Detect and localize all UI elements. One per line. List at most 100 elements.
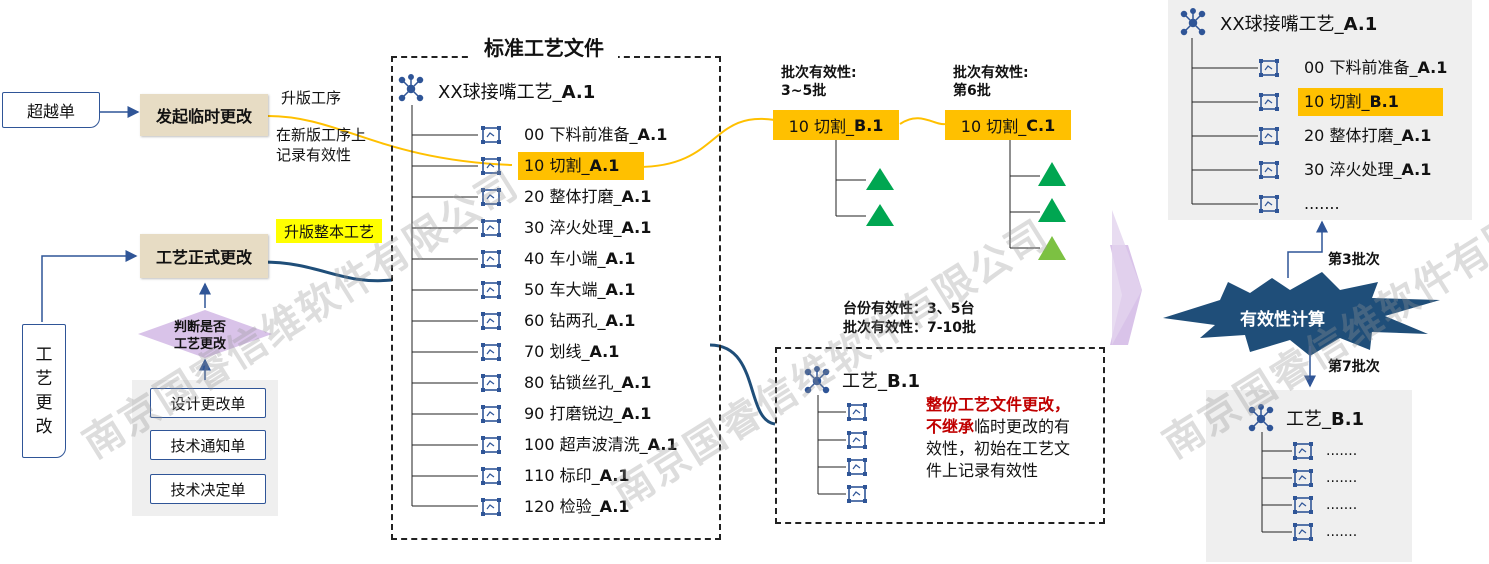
node-icon [847,485,867,503]
standard-item: 30 淬火处理_A.1 [518,214,651,242]
right-root-label: XX球接嘴工艺_ [1220,14,1344,35]
standard-item-label: 120 检验_ [524,497,600,516]
curve-to-c1 [899,117,946,126]
chaoyue-document: 超越单 [2,92,100,128]
pici3-text: 批次有效性：7-10批 [843,320,977,336]
standard-title: 标准工艺文件 [470,32,618,61]
arrow-di3 [1287,220,1328,278]
standard-item: 20 整体打磨_A.1 [518,183,651,211]
pici1-b: 3~5批 [781,83,827,99]
standard-item: 100 超声波清洗_A.1 [518,431,678,459]
network-icon [1248,404,1274,432]
standard-item-label: 40 车小端_ [524,249,606,268]
standard-item: 50 车大端_A.1 [518,276,635,304]
right-bottom-item: ....... [1326,524,1358,540]
box-qiege-b1-ver: B.1 [854,115,884,135]
process-chevron [1110,245,1142,345]
right-bottom-item: ....... [1326,470,1358,486]
standard-item-label: 00 下料前准备_ [524,125,638,144]
desc-rest-2: 效性，初始在工艺文 [926,439,1071,458]
right-item-label: 00 下料前准备_ [1304,58,1418,77]
right-item: 30 淬火处理_A.1 [1298,156,1431,184]
node-icon [481,157,501,175]
doc-sheji: 设计更改单 [150,388,266,418]
standard-item-label: 60 钻两孔_ [524,311,606,330]
node-icon [1259,161,1279,179]
standard-item: 70 划线_A.1 [518,338,619,366]
shengban-zhengben-label: 升版整本工艺 [276,219,382,243]
pici2-b: 第6批 [953,83,991,99]
standard-item: 120 检验_A.1 [518,493,630,521]
box-qiege-c1-ver: C.1 [1026,115,1056,135]
box-qiege-c1-label: 10 切割_ [960,117,1027,136]
standard-item-ver: A.1 [621,218,652,237]
right-item-ver: A.1 [1401,126,1432,145]
node-icon [1259,93,1279,111]
right-item-ver: B.1 [1369,92,1399,111]
panduan-line2: 工艺更改 [174,337,227,352]
node-icon [1293,523,1313,541]
standard-item: 60 钻两孔_A.1 [518,307,635,335]
doc-jishu-tongzhi-label: 技术通知单 [170,436,246,455]
node-icon [1293,442,1313,460]
di7-label: 第7批次 [1328,359,1380,375]
standard-item: 110 标印_A.1 [518,462,630,490]
standard-item-label: 100 超声波清洗_ [524,435,648,454]
standard-item-ver: A.1 [621,187,652,206]
zai-xinban-text: 在新版工序上 [276,126,367,144]
doc-sheji-label: 设计更改单 [170,394,246,413]
chaoyue-label: 超越单 [26,102,75,121]
right-bottom-item: ....... [1326,497,1358,513]
standard-item-ver: A.1 [621,373,652,392]
node-icon [1259,127,1279,145]
right-bottom-item: ....... [1326,443,1358,459]
youxiao-label: 有效性计算 [1240,310,1325,330]
standard-root: XX球接嘴工艺_A.1 [438,78,595,104]
taifen-text: 台份有效性：3、5台 [843,301,975,317]
node-icon [481,250,501,268]
right-bottom-title: 工艺_B.1 [1286,405,1364,431]
standard-item-label: 10 切割_ [524,156,590,175]
node-icon [481,436,501,454]
standard-item: 90 打磨锐边_A.1 [518,400,651,428]
gongyi-genggai-char-1: 艺 [35,369,53,389]
doc-jishu-jueding-label: 技术决定单 [170,480,246,499]
desc-red-2: 不继承 [926,417,975,436]
shengban-gongxu-text: 升版工序 [281,89,342,107]
right-item-label: ....... [1304,194,1340,213]
gongyi-formal-change-box: 工艺正式更改 [140,234,268,278]
network-icon [1180,8,1206,36]
standard-root-ver: A.1 [561,82,596,103]
standard-item-ver: A.1 [637,125,668,144]
desc-rest-1: 临时更改的有 [974,417,1071,436]
right-item-ver: A.1 [1401,160,1432,179]
box-qiege-b1: 10 切割_B.1 [773,110,899,140]
standard-item-label: 110 标印_ [524,466,600,485]
standard-item: 10 切割_A.1 [518,152,644,180]
standard-root-label: XX球接嘴工艺_ [438,82,562,103]
node-icon [481,374,501,392]
standard-item-ver: A.1 [605,280,636,299]
right-item-ver: A.1 [1417,58,1448,77]
right-item: 20 整体打磨_A.1 [1298,122,1431,150]
faqi-temp-change-box: 发起临时更改 [140,94,268,136]
doc-jishu-tongzhi: 技术通知单 [150,430,266,460]
node-icon [481,467,501,485]
standard-item-ver: A.1 [605,249,636,268]
node-icon [1293,496,1313,514]
box-qiege-c1: 10 切割_C.1 [945,110,1071,140]
standard-item: 80 钻锁丝孔_A.1 [518,369,651,397]
right-item-label: 20 整体打磨_ [1304,126,1402,145]
node-icon [847,431,867,449]
standard-item-label: 30 淬火处理_ [524,218,622,237]
green-triangles [866,162,1066,260]
right-bottom-panel [1206,390,1412,562]
node-icon [481,498,501,516]
standard-item-ver: A.1 [599,497,630,516]
node-icon [1259,59,1279,77]
standard-item-ver: A.1 [647,435,678,454]
standard-item-ver: A.1 [621,404,652,423]
jilu-text: 记录有效性 [276,146,352,164]
pici2-a: 批次有效性: [953,65,1029,81]
desc-rest-3: 件上记录有效性 [926,461,1039,480]
